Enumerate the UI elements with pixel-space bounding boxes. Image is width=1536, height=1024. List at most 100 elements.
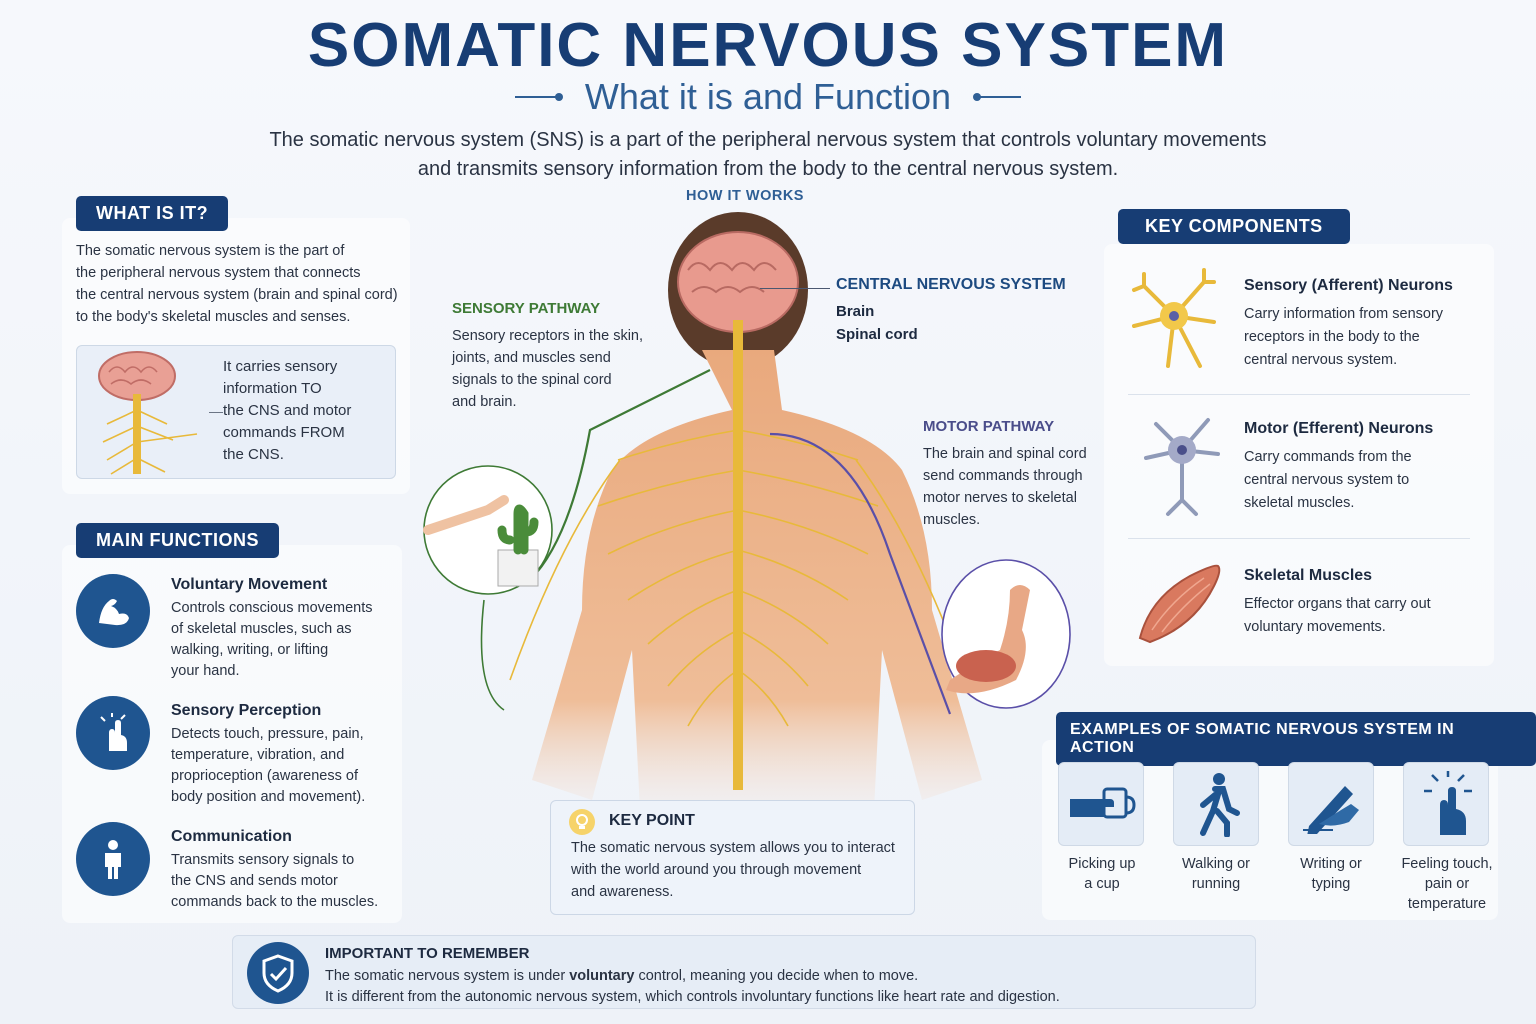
component-title: Sensory (Afferent) Neurons — [1244, 277, 1453, 294]
text-line: Carry commands from the — [1244, 449, 1412, 465]
cup-hand-icon — [1058, 762, 1144, 846]
text-line: Walking or — [1182, 856, 1250, 872]
cns-item-spinal-cord: Spinal cord — [836, 326, 918, 343]
touch-icon — [1403, 762, 1489, 846]
text-line: The somatic nervous system is the part o… — [76, 243, 345, 259]
text-line: Detects touch, pressure, pain, — [171, 726, 364, 742]
remember-title: IMPORTANT TO REMEMBER — [325, 945, 530, 962]
text-line: walking, writing, or lifting — [171, 642, 329, 658]
text-line: your hand. — [171, 663, 240, 679]
text-line: the peripheral nervous system that conne… — [76, 265, 361, 281]
component-skeletal-muscles: Skeletal Muscles Effector organs that ca… — [1244, 567, 1484, 639]
text-line: motor nerves to skeletal — [923, 490, 1077, 506]
text-line: central nervous system. — [1244, 352, 1398, 368]
example-picking-cup: Picking up a cup — [1052, 854, 1152, 894]
divider — [1128, 394, 1470, 395]
component-title: Motor (Efferent) Neurons — [1244, 420, 1434, 437]
key-point-text: The somatic nervous system allows you to… — [571, 837, 911, 903]
text-line: the central nervous system (brain and sp… — [76, 287, 398, 303]
cns-title: CENTRAL NERVOUS SYSTEM — [836, 276, 1066, 293]
text-line: Carry information from sensory — [1244, 306, 1444, 322]
text-line: The somatic nervous system allows you to… — [571, 840, 895, 856]
key-point-box: KEY POINT The somatic nervous system all… — [550, 800, 915, 915]
sensory-pathway-label: SENSORY PATHWAY Sensory receptors in the… — [452, 300, 652, 413]
divider — [1128, 538, 1470, 539]
text-line: running — [1191, 876, 1241, 892]
text-line: the CNS and motor — [223, 402, 352, 419]
page-title: SOMATIC NERVOUS SYSTEM — [307, 11, 1229, 80]
text-line: receptors in the body to the — [1244, 329, 1420, 345]
text-line: muscles. — [923, 512, 981, 528]
motor-pathway-title: MOTOR PATHWAY — [923, 418, 1055, 435]
carries-info-text: It carries sensory information TO the CN… — [223, 356, 351, 466]
text-line: the CNS and sends motor — [171, 873, 338, 889]
text-line: information TO — [223, 380, 322, 397]
skeletal-muscle-icon — [1138, 564, 1221, 644]
examples-heading: EXAMPLES OF SOMATIC NERVOUS SYSTEM IN AC… — [1056, 712, 1536, 766]
pointer-line — [209, 412, 223, 413]
text-line: Transmits sensory signals to — [171, 852, 355, 868]
remember-box: IMPORTANT TO REMEMBER The somatic nervou… — [232, 935, 1256, 1009]
intro-line: and transmits sensory information from t… — [417, 158, 1119, 180]
remember-line-1: The somatic nervous system is under volu… — [325, 966, 1060, 987]
text-line: central nervous system to — [1244, 472, 1410, 488]
cns-label: CENTRAL NERVOUS SYSTEM Brain Spinal cord — [836, 276, 1076, 346]
remember-line-2: It is different from the autonomic nervo… — [325, 989, 1060, 1005]
motor-pathway-label: MOTOR PATHWAY The brain and spinal cord … — [923, 418, 1103, 531]
brain-spinal-icon — [98, 351, 198, 475]
text-line: body position and movement). — [171, 789, 366, 805]
text-line: send commands through — [923, 468, 1083, 484]
person-icon — [76, 822, 150, 896]
how-it-works-heading: HOW IT WORKS — [686, 188, 804, 204]
subtitle-row: What it is and Function — [0, 76, 1536, 118]
text-line: of skeletal muscles, such as — [171, 621, 352, 637]
cns-item-brain: Brain — [836, 303, 875, 320]
component-sensory-neurons: Sensory (Afferent) Neurons Carry informa… — [1244, 277, 1484, 372]
key-point-title: KEY POINT — [609, 812, 695, 829]
text-line: typing — [1311, 876, 1351, 892]
component-motor-neurons: Motor (Efferent) Neurons Carry commands … — [1244, 420, 1484, 515]
lightbulb-icon — [569, 809, 595, 835]
walking-icon — [1173, 762, 1259, 846]
text-line: Writing or — [1300, 856, 1362, 872]
main-functions-heading: MAIN FUNCTIONS — [76, 523, 279, 558]
text-line: the CNS. — [223, 446, 284, 463]
text-line: and brain. — [452, 394, 517, 410]
function-title: Voluntary Movement — [171, 576, 328, 593]
text-line: a cup — [1084, 876, 1120, 892]
function-communication: Communication Transmits sensory signals … — [171, 828, 396, 913]
text-line: joints, and muscles send — [452, 350, 611, 366]
function-sensory-perception: Sensory Perception Detects touch, pressu… — [171, 702, 391, 808]
function-title: Communication — [171, 828, 292, 845]
example-writing: Writing or typing — [1281, 854, 1381, 894]
remember-text: The somatic nervous system is under volu… — [325, 966, 1060, 1008]
muscle-arm-icon — [76, 574, 150, 648]
text-line: Feeling touch, — [1401, 856, 1493, 872]
example-feeling-touch: Feeling touch, pain or temperature — [1392, 854, 1502, 914]
what-is-it-text: The somatic nervous system is the part o… — [76, 240, 406, 328]
intro-text: The somatic nervous system (SNS) is a pa… — [200, 126, 1336, 184]
text-line: commands back to the muscles. — [171, 894, 379, 910]
text-line: commands FROM — [223, 424, 345, 441]
text-line: Sensory receptors in the skin, — [452, 328, 644, 344]
shield-check-icon — [247, 942, 309, 1004]
text-line: to the body's skeletal muscles and sense… — [76, 309, 351, 325]
what-is-it-heading: WHAT IS IT? — [76, 196, 229, 231]
motor-neuron-icon — [1144, 418, 1220, 516]
text-line: Picking up — [1068, 856, 1136, 872]
example-walking: Walking or running — [1166, 854, 1266, 894]
text-line: The brain and spinal cord — [923, 446, 1087, 462]
text-part: The somatic nervous system is under — [325, 968, 570, 984]
text-line: and awareness. — [571, 884, 674, 900]
text-part: control, meaning you decide when to move… — [634, 968, 919, 984]
text-emphasis: voluntary — [569, 968, 635, 984]
text-line: voluntary movements. — [1244, 619, 1386, 635]
text-line: temperature — [1407, 896, 1487, 912]
function-voluntary-movement: Voluntary Movement Controls conscious mo… — [171, 576, 391, 682]
function-title: Sensory Perception — [171, 702, 322, 719]
carries-info-box: It carries sensory information TO the CN… — [76, 345, 396, 479]
sensory-pathway-title: SENSORY PATHWAY — [452, 300, 601, 317]
intro-line: The somatic nervous system (SNS) is a pa… — [269, 129, 1267, 151]
text-line: Controls conscious movements — [171, 600, 373, 616]
touch-hand-icon — [76, 696, 150, 770]
